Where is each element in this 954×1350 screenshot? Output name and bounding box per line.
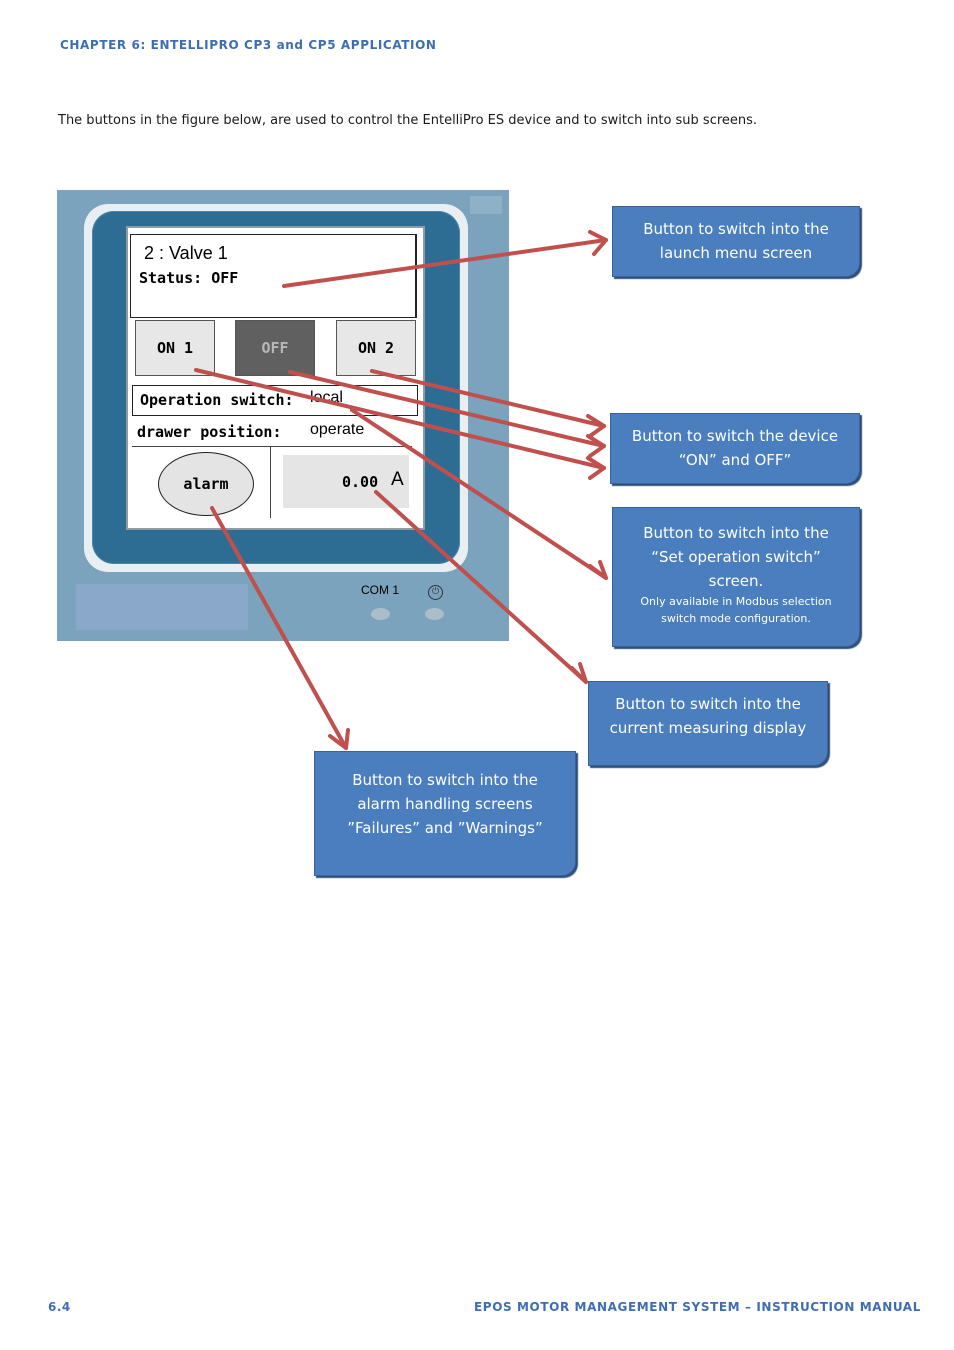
screen-divider [132,446,412,447]
arrow-head-on1 [586,456,606,480]
callout-alarm: Button to switch into the alarm handling… [314,751,576,876]
callout-operation-line-3: screen. [708,572,764,590]
current-unit: A [391,469,404,490]
callout-launch-menu: Button to switch into the launch menu sc… [612,206,860,277]
callout-operation-line-1: Button to switch into the [643,524,829,542]
callout-operation-line-2: “Set operation switch” [651,548,821,566]
callout-onoff-line-2: “ON” and OFF” [678,451,792,469]
callout-operation-note-1: Only available in Modbus selection [640,595,832,608]
callout-operation-note-2: switch mode configuration. [661,612,811,625]
arrow-head-current-display [570,662,588,684]
intro-text: The buttons in the figure below, are use… [58,113,758,128]
on2-button[interactable]: ON 2 [336,320,416,376]
arrow-head-off [586,434,606,458]
page-number: 6.4 [48,1300,71,1314]
callout-alarm-line-2: alarm handling screens [357,795,533,813]
manual-title: EPOS MOTOR MANAGEMENT SYSTEM – INSTRUCTI… [474,1300,921,1314]
drawer-position-label: drawer position: [137,423,282,441]
current-value: 0.00 [342,473,379,491]
callout-alarm-line-1: Button to switch into the [352,771,538,789]
callout-current-display: Button to switch into the current measur… [588,681,828,766]
com-port-label: COM 1 [361,583,400,597]
callout-current-line-2: current measuring display [609,719,807,737]
device-corner-tab [470,196,502,214]
device-title: 2 : Valve 1 [144,243,228,263]
callout-alarm-line-3: ”Failures” and ”Warnings” [347,819,543,837]
led-indicator-right [425,608,444,620]
callout-launch-line-1: Button to switch into the [643,220,829,238]
arrow-head-operation-switch [588,560,608,580]
arrow-head-on2 [586,414,606,438]
off-button[interactable]: OFF [235,320,315,376]
arrow-head-launch-menu [588,230,608,256]
callout-on-off: Button to switch the device “ON” and OFF… [610,413,860,484]
callout-current-line-1: Button to switch into the [615,695,801,713]
callout-launch-line-2: launch menu screen [659,244,813,262]
drawer-position-value: operate [310,421,365,438]
operation-switch-value: local [310,389,343,406]
alarm-button[interactable]: alarm [158,452,254,516]
on1-button[interactable]: ON 1 [135,320,215,376]
device-label-area [76,584,248,630]
chapter-header: CHAPTER 6: ENTELLIPRO CP3 and CP5 APPLIC… [60,38,437,52]
arrow-head-alarm [328,728,350,750]
led-indicator-left [371,608,390,620]
power-icon: ⏻ [428,585,443,600]
screen-divider-vertical [270,446,271,518]
callout-operation-switch: Button to switch into the “Set operation… [612,507,860,647]
operation-switch-label: Operation switch: [140,391,294,409]
device-status: Status: OFF [139,269,239,287]
callout-onoff-line-1: Button to switch the device [631,427,839,445]
